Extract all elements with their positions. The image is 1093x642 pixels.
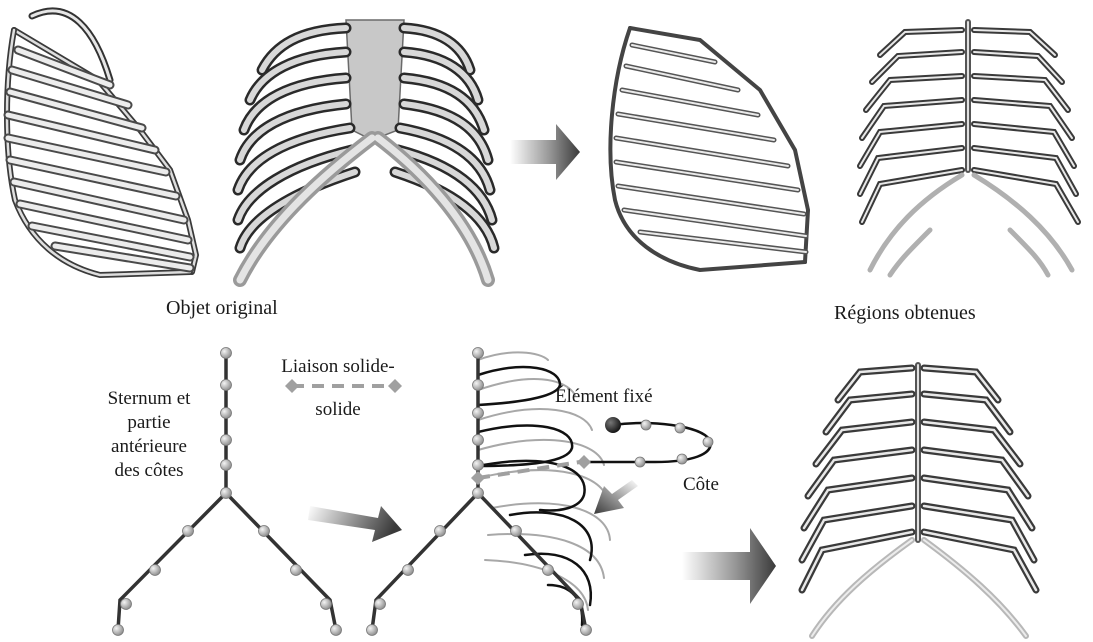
arrow-small-left: [594, 480, 638, 514]
label-liaison-line-2: solide: [315, 399, 360, 420]
arrow-top: [510, 124, 580, 180]
label-original-object: Objet original: [166, 297, 278, 319]
arrow-bottom-right: [682, 528, 776, 604]
liaison-legend-symbol: [285, 379, 402, 393]
label-sternum-line-4: des côtes: [114, 460, 183, 481]
original-side-view: [7, 11, 196, 275]
detached-rib: [577, 417, 713, 469]
label-sternum-line-2: partie: [127, 412, 170, 433]
final-result-front-view: [802, 365, 1036, 636]
arrow-bottom-left: [308, 506, 402, 542]
label-liaison-line-1: Liaison solide-: [281, 356, 394, 377]
label-fixed-element: Élément fixé: [555, 385, 653, 407]
regions-front-view: [860, 22, 1078, 275]
label-sternum-line-1: Sternum et: [108, 388, 192, 409]
label-rib: Côte: [683, 474, 719, 495]
regions-side-view: [610, 28, 808, 270]
label-regions-obtained: Régions obtenues: [834, 302, 976, 324]
label-sternum-line-3: antérieure: [111, 436, 187, 457]
original-front-view: [238, 20, 494, 280]
fixed-element-marker: [605, 417, 621, 433]
